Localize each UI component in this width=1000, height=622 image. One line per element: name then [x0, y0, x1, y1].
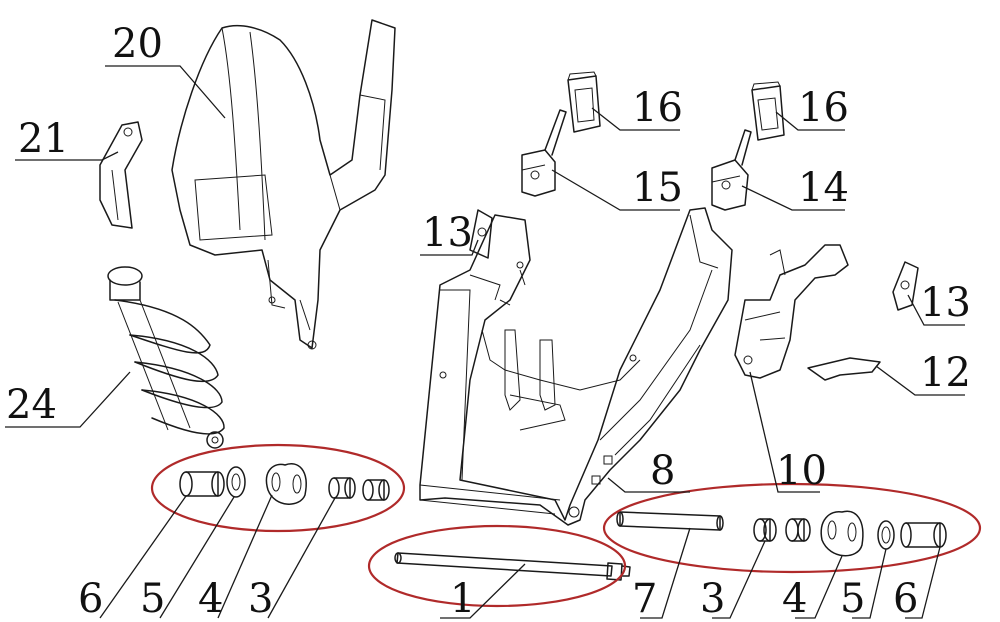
callout-left-5: 5: [140, 576, 165, 622]
callout-13-right: 13: [920, 280, 971, 326]
callout-1: 1: [450, 576, 475, 622]
callout-21: 21: [18, 116, 69, 162]
callout-7: 7: [632, 576, 657, 622]
callout-8: 8: [650, 448, 675, 494]
highlight-ring-axle: [367, 524, 627, 608]
part-12-plate: [807, 357, 881, 381]
part-21-bracket: [99, 121, 143, 229]
callout-16-right: 16: [798, 85, 849, 131]
callout-12: 12: [920, 350, 971, 396]
callout-16-left: 16: [632, 85, 683, 131]
part-13-plate-left: [469, 209, 493, 259]
callout-24: 24: [6, 382, 57, 428]
callout-right-6: 6: [893, 576, 918, 622]
part-24-shock-absorber: [107, 266, 225, 449]
part-14-chain-adjuster: [711, 129, 752, 211]
part-20-rear-fender: [171, 19, 396, 350]
callout-left-6: 6: [78, 576, 103, 622]
callout-14: 14: [798, 165, 849, 211]
part-16-block-right: [751, 81, 785, 141]
part-16-block-left: [567, 71, 601, 133]
callout-labels: 20 21 24 13 16 15 16 14 13 12 10 8 6 5 4…: [6, 21, 971, 622]
callout-right-4: 4: [782, 576, 807, 622]
part-10-bracket: [734, 244, 849, 379]
callout-right-5: 5: [840, 576, 865, 622]
callout-10: 10: [776, 448, 827, 494]
callout-left-4: 4: [198, 576, 223, 622]
leader-lines: [5, 65, 965, 619]
callout-15: 15: [632, 165, 683, 211]
right-hardware-set: [616, 510, 947, 557]
left-hardware-set: [179, 463, 390, 505]
part-13-plate-right: [892, 261, 919, 311]
part-8-swingarm: [419, 207, 733, 526]
callout-13-left: 13: [422, 210, 473, 256]
part-15-chain-adjuster: [521, 109, 567, 197]
callout-20: 20: [112, 21, 163, 67]
callout-left-3: 3: [248, 576, 273, 622]
callout-right-3: 3: [700, 576, 725, 622]
highlight-ring-left-hardware: [150, 443, 406, 533]
highlight-ring-right-hardware: [602, 482, 982, 574]
